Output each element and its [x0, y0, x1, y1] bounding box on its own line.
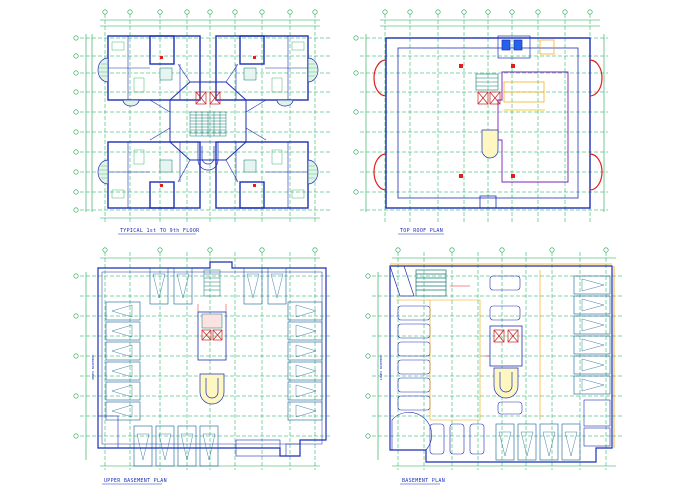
- roof-spiral: [481, 129, 499, 159]
- dimension-lines: [365, 19, 605, 212]
- basement-lift: [201, 329, 223, 341]
- roof-red-points: [459, 64, 515, 178]
- upper-basement-side-label: UPPER BASEMENT: [91, 355, 95, 380]
- lift-shafts: [195, 91, 221, 105]
- upper-basement-title: UPPER BASEMENT PLAN: [104, 478, 167, 484]
- upper-basement-plan: UPPER BASEMENT UPPER BASEMENT PLAN: [73, 247, 330, 485]
- basement-core: [489, 325, 523, 367]
- water-tank: [497, 35, 555, 59]
- round-balconies: [373, 59, 603, 191]
- grid-bubbles: [73, 9, 318, 213]
- dimension-lines: [377, 257, 616, 467]
- furniture: [111, 41, 305, 199]
- service-stairs: [159, 67, 257, 173]
- typical-floor-title: TYPICAL 1st TO 9th FLOOR: [120, 228, 200, 234]
- grid-lines: [372, 252, 622, 470]
- parking-bays: [105, 267, 323, 467]
- basement-lift: [493, 329, 519, 343]
- car-triangles: [111, 273, 317, 461]
- car-outlines: [397, 275, 523, 455]
- red-marks: [160, 56, 256, 187]
- central-stair: [189, 111, 227, 137]
- lower-basement-side-label: LOWER BASEMENT: [379, 355, 383, 380]
- ramp: [203, 269, 221, 297]
- roof-plan: TOP ROOF PLAN: [353, 9, 608, 235]
- boundary-orange: [390, 263, 615, 448]
- basement-spiral: [493, 367, 519, 399]
- red-lines: [450, 285, 490, 357]
- service-rooms: [97, 415, 301, 457]
- corridor-wings: [149, 63, 267, 183]
- entry-ramp: [389, 265, 447, 297]
- core-outline: [169, 81, 247, 161]
- roof-plan-title: TOP ROOF PLAN: [400, 228, 443, 234]
- roof-stair: [475, 73, 499, 91]
- grid-bubbles: [73, 247, 318, 439]
- basement-stair: [201, 313, 223, 329]
- red-lines: [197, 304, 227, 312]
- machine-room: [503, 81, 545, 103]
- typical-floor-plan: TYPICAL 1st TO 9th FLOOR: [73, 9, 330, 235]
- orange-route: [396, 270, 541, 421]
- parking-bays: [495, 275, 611, 461]
- spiral-stair: [197, 141, 219, 171]
- interior-walls: [108, 36, 308, 208]
- roof-lift: [477, 91, 501, 105]
- dimension-lines: [85, 19, 320, 219]
- basement-spiral: [199, 373, 225, 405]
- grid-bubbles: [353, 9, 593, 195]
- lower-basement-title: BASEMENT PLAN: [402, 478, 445, 484]
- stair-room: [497, 71, 569, 183]
- basement-core: [197, 311, 227, 361]
- grid-bubbles: [365, 247, 609, 439]
- service-rooms: [391, 399, 611, 451]
- roof-outlet: [479, 195, 497, 209]
- lower-basement-plan: LOWER BASEMENT BASEMENT PLAN: [365, 247, 622, 485]
- car-triangles: [498, 278, 605, 457]
- balcony-hatch: [99, 63, 317, 179]
